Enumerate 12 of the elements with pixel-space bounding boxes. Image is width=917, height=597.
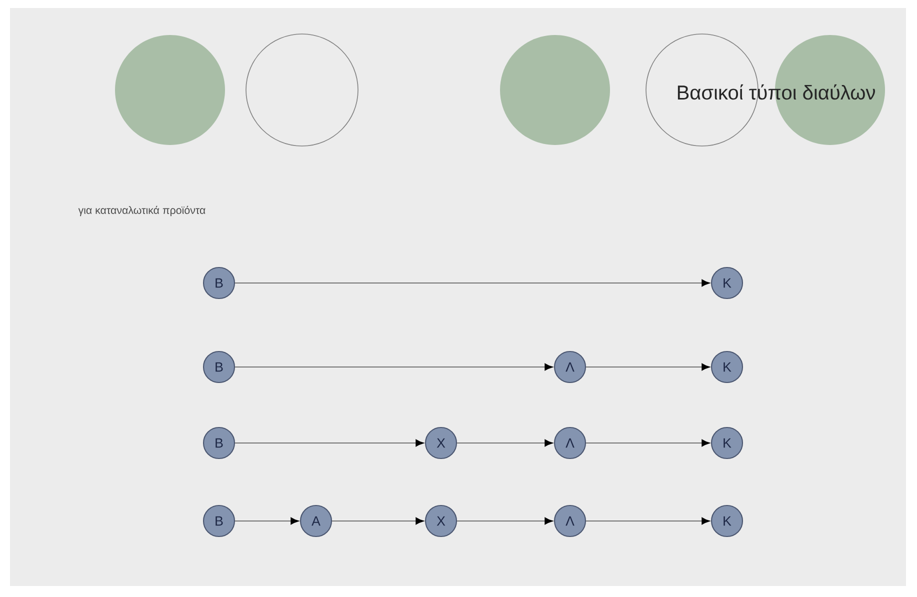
arrow: [332, 517, 424, 525]
arrow: [586, 363, 710, 371]
arrow: [456, 517, 553, 525]
arrow: [456, 439, 553, 447]
arrow: [234, 363, 553, 371]
arrow: [234, 279, 710, 287]
arrow: [234, 439, 424, 447]
subtitle: για καταναλωτικά προϊόντα: [78, 206, 206, 216]
arrow: [586, 517, 710, 525]
arrow: [234, 517, 299, 525]
arrow: [586, 439, 710, 447]
title: Βασικοί τύποι διαύλων: [678, 84, 875, 100]
